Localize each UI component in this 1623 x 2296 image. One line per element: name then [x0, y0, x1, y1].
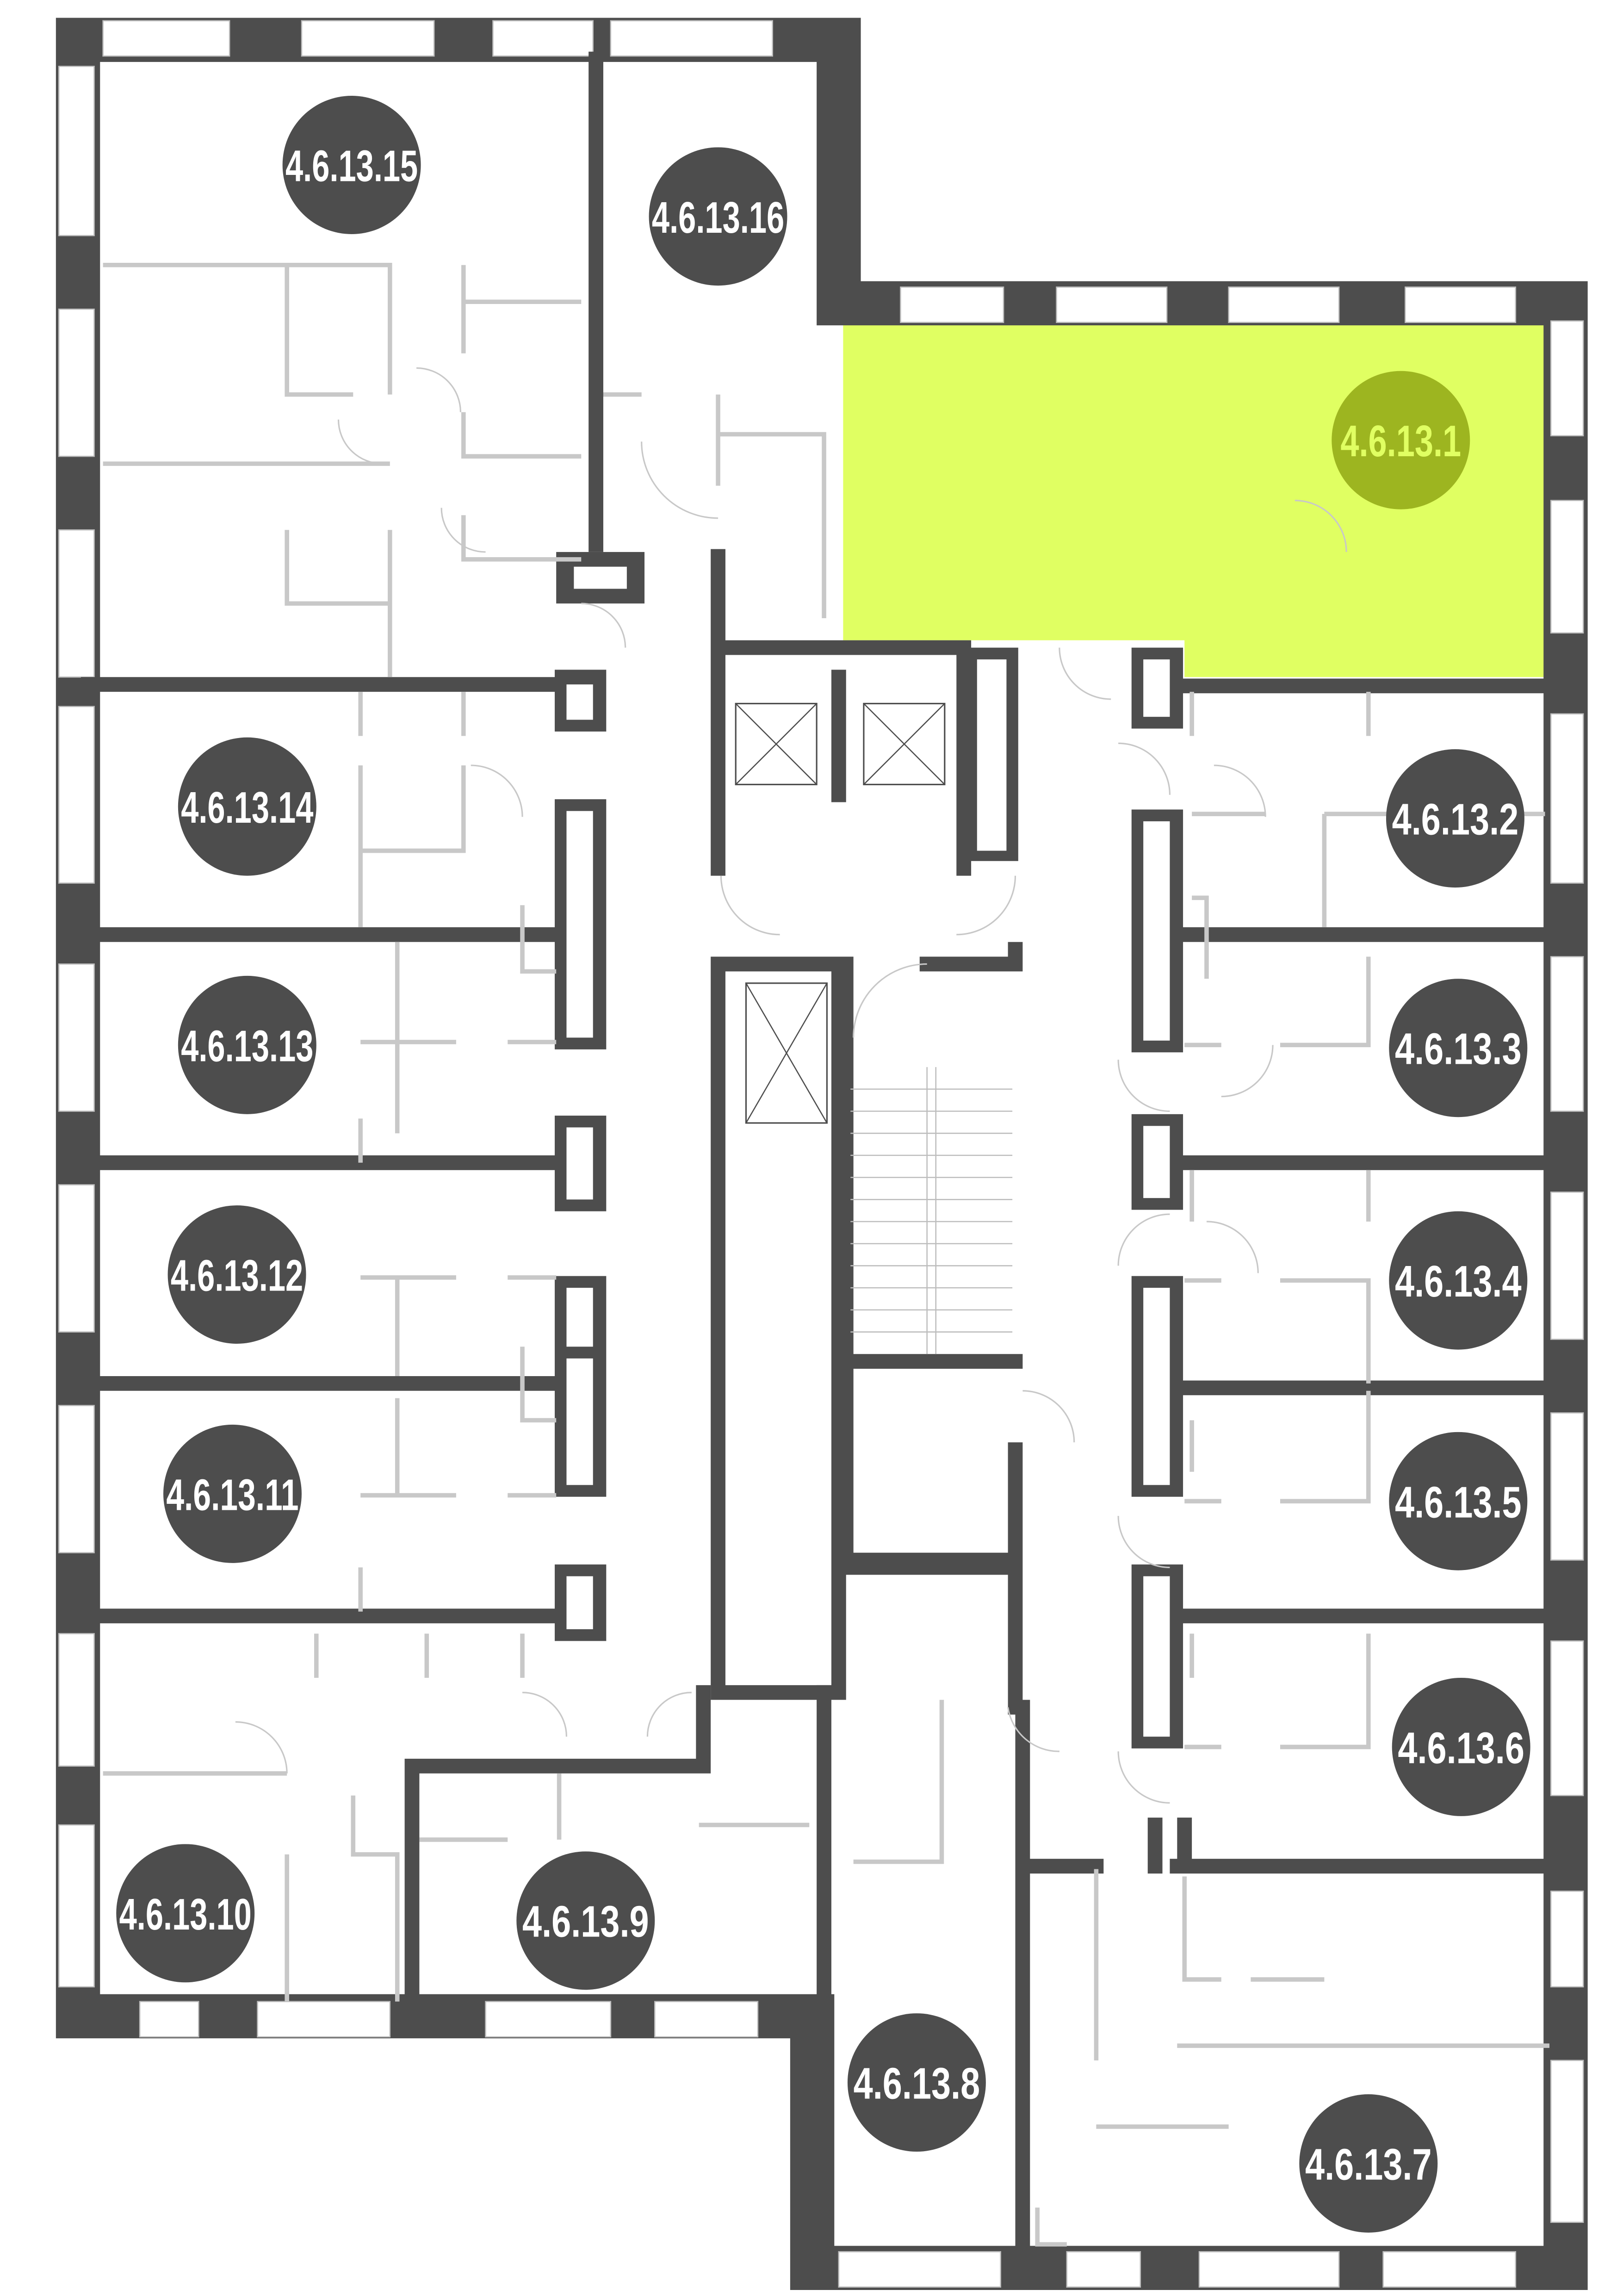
- unit-badge-4-6-13-7[interactable]: 4.6.13.7: [1299, 2094, 1438, 2233]
- unit-badge-4-6-13-2[interactable]: 4.6.13.2: [1386, 749, 1524, 888]
- unit-badge-4-6-13-12[interactable]: 4.6.13.12: [167, 1205, 306, 1344]
- unit-label: 4.6.13.1: [1340, 417, 1461, 466]
- unit-badge-4-6-13-8[interactable]: 4.6.13.8: [847, 2013, 986, 2152]
- elevator-2: [863, 702, 946, 786]
- unit-badge-4-6-13-15[interactable]: 4.6.13.15: [282, 96, 421, 234]
- unit-label: 4.6.13.13: [181, 1022, 313, 1071]
- unit-label: 4.6.13.8: [854, 2060, 980, 2109]
- unit-label: 4.6.13.6: [1398, 1724, 1524, 1773]
- stairs: [850, 1067, 1013, 1354]
- unit-label: 4.6.13.10: [119, 1890, 252, 1939]
- unit-label: 4.6.13.9: [522, 1898, 649, 1947]
- unit-label: 4.6.13.12: [171, 1252, 303, 1301]
- windows: [58, 20, 1584, 2288]
- unit-label: 4.6.13.2: [1392, 795, 1519, 844]
- unit-badge-4-6-13-5[interactable]: 4.6.13.5: [1389, 1432, 1528, 1570]
- doors: [235, 367, 1347, 1804]
- unit-label: 4.6.13.14: [181, 783, 313, 832]
- unit-label: 4.6.13.7: [1305, 2140, 1432, 2189]
- unit-badge-4-6-13-11[interactable]: 4.6.13.11: [163, 1424, 302, 1563]
- unit-badge-4-6-13-16[interactable]: 4.6.13.16: [649, 147, 787, 286]
- unit-badge-4-6-13-1[interactable]: 4.6.13.1: [1332, 371, 1470, 509]
- unit-badge-4-6-13-3[interactable]: 4.6.13.3: [1389, 979, 1528, 1117]
- unit-label: 4.6.13.15: [285, 142, 418, 191]
- unit-badge-4-6-13-13[interactable]: 4.6.13.13: [178, 975, 316, 1114]
- unit-badge-4-6-13-9[interactable]: 4.6.13.9: [516, 1851, 655, 1990]
- unit-4-6-13-1-area[interactable]: [843, 316, 1549, 677]
- unit-label: 4.6.13.5: [1395, 1478, 1522, 1527]
- interior-walls: [81, 51, 1564, 2267]
- unit-label: 4.6.13.4: [1395, 1257, 1522, 1306]
- elevator-3: [745, 982, 828, 1124]
- unit-badge-4-6-13-10[interactable]: 4.6.13.10: [116, 1844, 255, 1983]
- unit-label: 4.6.13.16: [652, 193, 784, 242]
- unit-badge-4-6-13-14[interactable]: 4.6.13.14: [178, 737, 316, 876]
- unit-badge-4-6-13-6[interactable]: 4.6.13.6: [1392, 1677, 1530, 1816]
- unit-label: 4.6.13.3: [1395, 1025, 1522, 1074]
- elevator-1: [735, 702, 818, 786]
- unit-badge-4-6-13-4[interactable]: 4.6.13.4: [1389, 1211, 1528, 1350]
- unit-label: 4.6.13.11: [166, 1471, 298, 1520]
